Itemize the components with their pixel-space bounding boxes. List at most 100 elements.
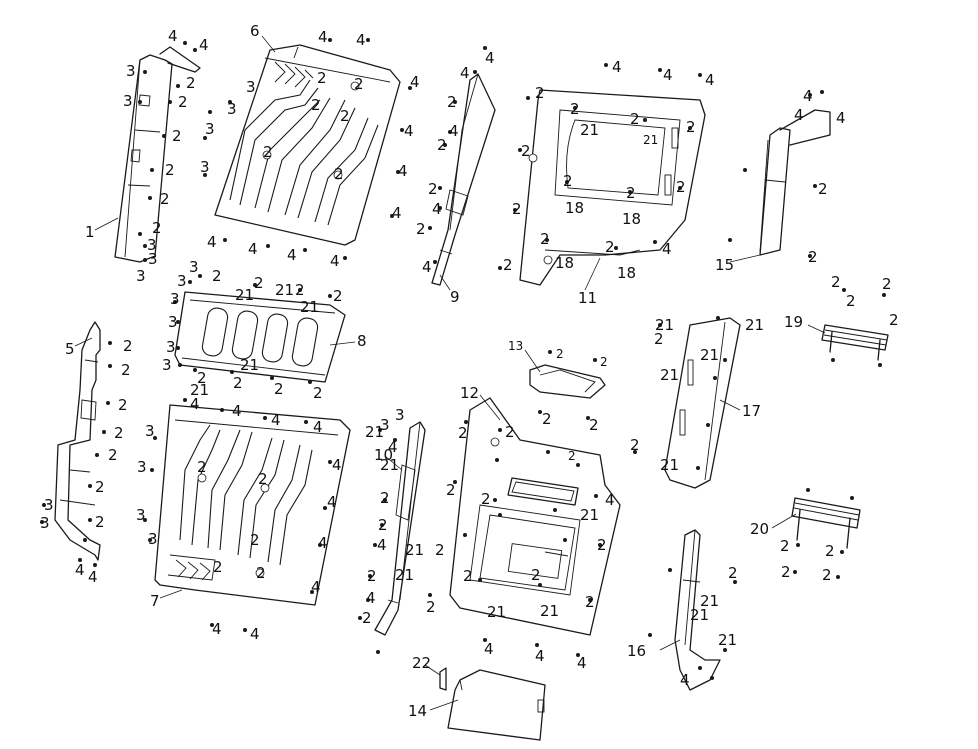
callout-2: 2 (186, 74, 196, 92)
callout-2: 2 (172, 127, 182, 145)
callout-2: 2 (416, 220, 426, 238)
callout-2: 2 (818, 180, 828, 198)
callout-3: 3 (205, 120, 215, 138)
callout-labels: 1 5 6 7 8 9 10 11 12 13 14 15 16 17 19 2… (40, 22, 899, 720)
part-16-side-bracket (674, 529, 721, 691)
part-number-15: 15 (715, 256, 734, 274)
callout-2: 21 (380, 456, 399, 474)
callout-4: 4 (794, 106, 804, 124)
part-number-6: 6 (250, 22, 260, 40)
callout-2: 2 (889, 311, 899, 329)
callout-21: 18 (622, 210, 641, 228)
callout-4: 4 (422, 258, 432, 276)
callout-2: 2 (254, 274, 264, 292)
callout-3: 3 (136, 506, 146, 524)
part-number-11: 11 (578, 289, 597, 307)
callout-2: 2 (317, 69, 327, 87)
callout-21: 21 (643, 133, 658, 147)
callout-4: 4 (88, 568, 98, 586)
callout-2: 2 (354, 75, 364, 93)
callout-2: 2 (295, 281, 305, 299)
callout-2: 2 (367, 567, 377, 585)
callout-2: 2 (274, 380, 284, 398)
callout-2: 2 (531, 566, 541, 584)
callout-2: 2 (258, 470, 268, 488)
callout-2: 2 (378, 516, 388, 534)
part-number-12: 12 (460, 384, 479, 402)
callout-4: 4 (327, 493, 337, 511)
part-number-1: 1 (85, 223, 95, 241)
callout-2: 2 (728, 564, 738, 582)
callout-3: 3 (126, 62, 136, 80)
callout-2: 2 (313, 384, 323, 402)
callout-2: 2 (630, 110, 640, 128)
part-number-17: 17 (742, 402, 761, 420)
callout-4: 4 (612, 58, 622, 76)
part-8-heat-shield-middle (174, 291, 346, 383)
callout-4: 4 (398, 162, 408, 180)
callout-4: 4 (836, 109, 846, 127)
callout-2: 2 (540, 230, 550, 248)
callout-3: 3 (137, 458, 147, 476)
callout-2: 2 (570, 100, 580, 118)
callout-2: 21 (700, 346, 719, 364)
part-number-16: 16 (627, 642, 646, 660)
callout-2: 2 (152, 219, 162, 237)
callout-2: 2 (437, 136, 447, 154)
callout-2: 2 (118, 396, 128, 414)
callout-4: 4 (605, 491, 615, 509)
part-7-heat-shield-lower (154, 404, 351, 606)
part-9-diagonal-bracket (431, 73, 496, 286)
callout-2: 21 (487, 603, 506, 621)
callout-2: 2 (686, 118, 696, 136)
leader-lines (74, 35, 826, 711)
callout-2: 2 (676, 178, 686, 196)
callout-3: 3 (148, 530, 158, 548)
callout-3: 3 (395, 406, 405, 424)
callout-2: 2 (160, 190, 170, 208)
part-number-10: 10 (374, 446, 393, 464)
callout-2: 21 (660, 366, 679, 384)
callout-2: 2 (233, 374, 243, 392)
callout-2: 2 (435, 541, 445, 559)
callout-4: 4 (332, 456, 342, 474)
callout-4: 4 (75, 561, 85, 579)
callout-2: 2 (780, 537, 790, 555)
callout-3: 3 (246, 78, 256, 96)
callout-2: 2 (458, 424, 468, 442)
callout-4: 4 (432, 200, 442, 218)
part-19-spring-stack (821, 324, 889, 361)
callout-2: 21 (365, 423, 384, 441)
callout-2: 2 (597, 536, 607, 554)
callout-3: 3 (44, 496, 54, 514)
callout-2: 2 (626, 184, 636, 202)
callout-2: 21 (690, 606, 709, 624)
part-17-side-bracket (664, 317, 741, 489)
callout-2: 2 (334, 165, 344, 183)
callout-4: 4 (410, 73, 420, 91)
callout-2: 21 (405, 541, 424, 559)
callout-2: 2 (542, 410, 552, 428)
callout-4: 4 (318, 28, 328, 46)
part-number-7: 7 (150, 592, 160, 610)
part-number-19: 19 (784, 313, 803, 331)
callout-2: 2 (123, 337, 133, 355)
callout-2: 2 (521, 142, 531, 160)
callout-2: 2 (882, 275, 892, 293)
callout-2: 21 (395, 566, 414, 584)
callout-2: 21 (700, 592, 719, 610)
callout-21: 18 (555, 254, 574, 272)
callout-2: 2 (503, 256, 513, 274)
part-20-spring-stack (791, 497, 861, 549)
callout-2: 21 (240, 356, 259, 374)
callout-2: 2 (426, 598, 436, 616)
callout-2: 2 (178, 93, 188, 111)
callout-2: 2 (600, 355, 608, 369)
callout-2: 2 (197, 458, 207, 476)
callout-3: 3 (145, 422, 155, 440)
callout-2: 2 (822, 566, 832, 584)
callout-2: 2 (585, 593, 595, 611)
callout-4: 4 (318, 534, 328, 552)
callout-2: 2 (446, 481, 456, 499)
